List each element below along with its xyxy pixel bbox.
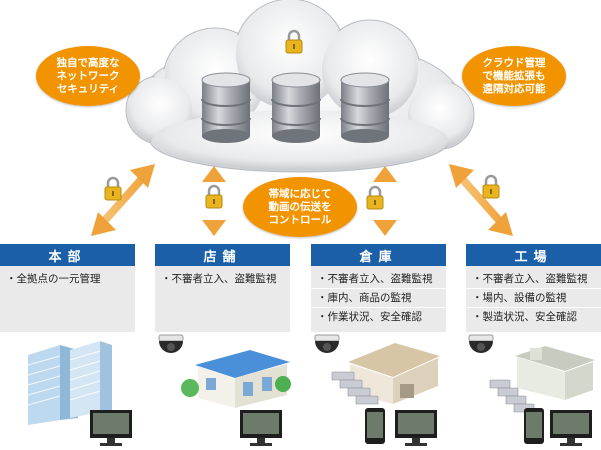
bubble-line: 独自で高度な (56, 56, 120, 69)
list-item: ・不審者立入、盗難監視 (472, 273, 588, 285)
headquarters-panel: ・全拠点の一元管理 (0, 266, 135, 332)
security-camera-icon-warehouse (314, 334, 340, 353)
security-camera-icon-store (158, 334, 184, 353)
smartphone-icon-factory (524, 408, 544, 444)
database-icon-2 (271, 72, 321, 143)
warehouse-title: 倉庫 (359, 249, 398, 265)
monitor-icon-warehouse (395, 410, 437, 446)
monitor-icon-factory (550, 410, 592, 446)
lock-icon-store (205, 184, 223, 209)
factory-building-icon (515, 346, 595, 400)
list-item: ・庫内、商品の監視 (311, 288, 446, 307)
lock-icon-warehouse (366, 185, 384, 210)
arrow-to-factory (449, 164, 513, 236)
headquarters-header: 本部 (0, 244, 135, 266)
bubble-line: 遠隔対応可能 (482, 82, 546, 95)
bubble-line: ネットワーク (56, 69, 120, 82)
monitor-icon-store (240, 410, 282, 446)
bubble-line: クラウド管理 (482, 56, 546, 69)
bubble-line: 帯域に応じて (268, 187, 332, 200)
bubble-line: で機能拡張も (482, 69, 546, 82)
factory-header: 工場 (466, 244, 601, 266)
list-item: ・全拠点の一元管理 (6, 273, 101, 285)
lock-icon-cloud (285, 29, 303, 54)
bubble-line: 動画の伝送を (268, 200, 332, 213)
smartphone-icon-warehouse (365, 408, 385, 444)
bubble-line: コントロール (268, 213, 332, 226)
list-item: ・不審者立入、盗難監視 (317, 273, 433, 285)
list-item: ・不審者立入、盗難監視 (161, 273, 277, 285)
database-icon-3 (340, 72, 390, 143)
trucks-icon (331, 371, 379, 405)
monitor-icon-headquarters (90, 410, 132, 446)
security-bubble: 独自で高度な ネットワーク セキュリティ (36, 46, 140, 106)
factory-title: 工場 (514, 249, 553, 265)
store-title: 店舗 (203, 249, 242, 265)
warehouse-panel: ・不審者立入、盗難監視 ・庫内、商品の監視 ・作業状況、安全確認 (311, 266, 446, 332)
lock-icon-factory (482, 174, 500, 199)
office-building-icon (27, 341, 112, 425)
factory-trucks-icon (489, 379, 535, 413)
bandwidth-bubble: 帯域に応じて 動画の伝送を コントロール (243, 177, 357, 237)
lock-icon-headquarters (104, 176, 122, 201)
list-item: ・場内、設備の監視 (466, 288, 601, 307)
factory-panel: ・不審者立入、盗難監視 ・場内、設備の監視 ・製造状況、安全確認 (466, 266, 601, 332)
list-item: ・製造状況、安全確認 (466, 307, 601, 326)
cloud-management-bubble: クラウド管理 で機能拡張も 遠隔対応可能 (462, 46, 566, 106)
security-camera-icon-factory (468, 334, 494, 353)
store-building-icon (181, 350, 291, 408)
arrow-to-headquarters (91, 164, 155, 236)
bubble-line: セキュリティ (56, 82, 120, 95)
store-panel: ・不審者立入、盗難監視 (155, 266, 290, 332)
store-header: 店舗 (155, 244, 290, 266)
database-icon-1 (201, 72, 251, 143)
list-item: ・作業状況、安全確認 (311, 307, 446, 326)
arrow-to-warehouse (373, 166, 397, 236)
headquarters-title: 本部 (48, 249, 87, 265)
warehouse-header: 倉庫 (311, 244, 446, 266)
